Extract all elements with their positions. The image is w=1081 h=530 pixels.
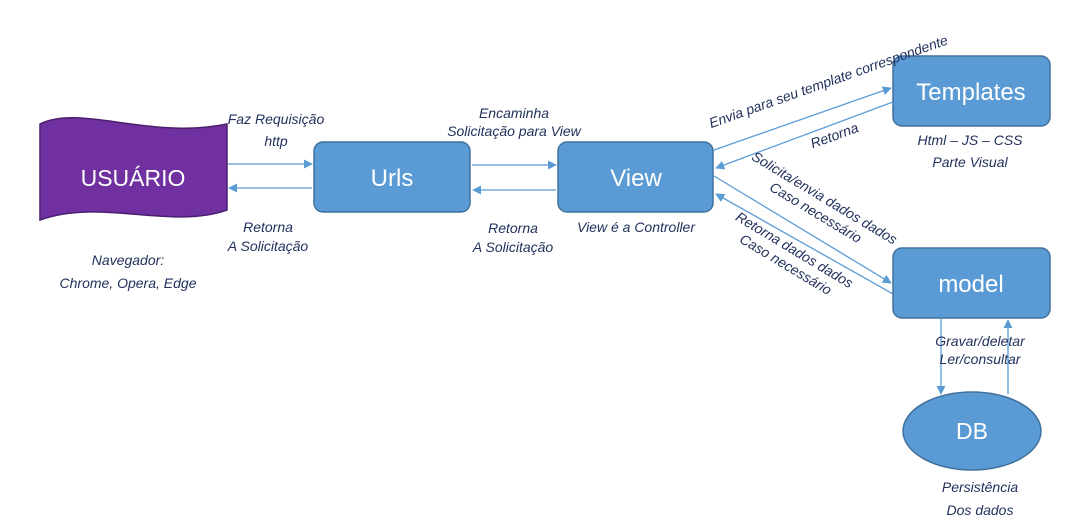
label-retorna-usuario-line2: A Solicitação: [227, 238, 309, 254]
model-box: [892, 247, 1051, 319]
label-view-controller: View é a Controller: [577, 219, 696, 235]
label-retorna-urls-line1: Retorna: [488, 220, 538, 236]
label-encaminha-line2: Solicitação para View: [447, 123, 581, 139]
label-persistencia: Persistência Dos dados: [942, 479, 1018, 518]
label-persistencia-line1: Persistência: [942, 479, 1018, 495]
usuario-shape: [39, 117, 228, 222]
label-retorna-urls: Retorna A Solicitação: [472, 220, 554, 255]
label-faz-requisicao-line2: http: [264, 133, 288, 149]
urls-box: [313, 141, 471, 213]
arrow-view-to-model: [713, 175, 892, 284]
label-templates-desc: Html – JS – CSS Parte Visual: [917, 132, 1023, 170]
label-retorna-usuario-line1: Retorna: [243, 219, 293, 235]
label-templates-desc-line2: Parte Visual: [932, 154, 1008, 170]
usuario-label: USUÁRIO: [81, 165, 186, 191]
templates-box: [892, 55, 1051, 127]
templates-label: Templates: [916, 79, 1025, 106]
label-navegador: Navegador: Chrome, Opera, Edge: [60, 252, 197, 291]
label-encaminha: Encaminha Solicitação para View: [447, 105, 581, 139]
view-label: View: [610, 165, 662, 192]
label-gravar-line1: Gravar/deletar: [935, 333, 1026, 349]
label-navegador-line1: Navegador:: [92, 252, 164, 268]
label-faz-requisicao-line1: Faz Requisição: [228, 111, 325, 127]
label-encaminha-line1: Encaminha: [479, 105, 549, 121]
label-persistencia-line2: Dos dados: [947, 502, 1014, 518]
label-navegador-line2: Chrome, Opera, Edge: [60, 275, 197, 291]
db-ellipse: [902, 391, 1042, 471]
view-box: [557, 141, 714, 213]
label-retorna-urls-line2: A Solicitação: [472, 239, 554, 255]
label-gravar-line2: Ler/consultar: [940, 351, 1022, 367]
label-gravar: Gravar/deletar Ler/consultar: [935, 333, 1026, 367]
label-templates-desc-line1: Html – JS – CSS: [917, 132, 1023, 148]
urls-label: Urls: [371, 165, 414, 192]
arrow-view-to-templates: [713, 86, 892, 151]
db-label: DB: [956, 418, 988, 444]
model-label: model: [938, 271, 1003, 298]
label-faz-requisicao: Faz Requisição http: [228, 111, 325, 149]
label-retorna-usuario: Retorna A Solicitação: [227, 219, 309, 254]
arrow-model-to-view: [715, 193, 894, 295]
arrow-templates-to-view: [715, 101, 894, 170]
